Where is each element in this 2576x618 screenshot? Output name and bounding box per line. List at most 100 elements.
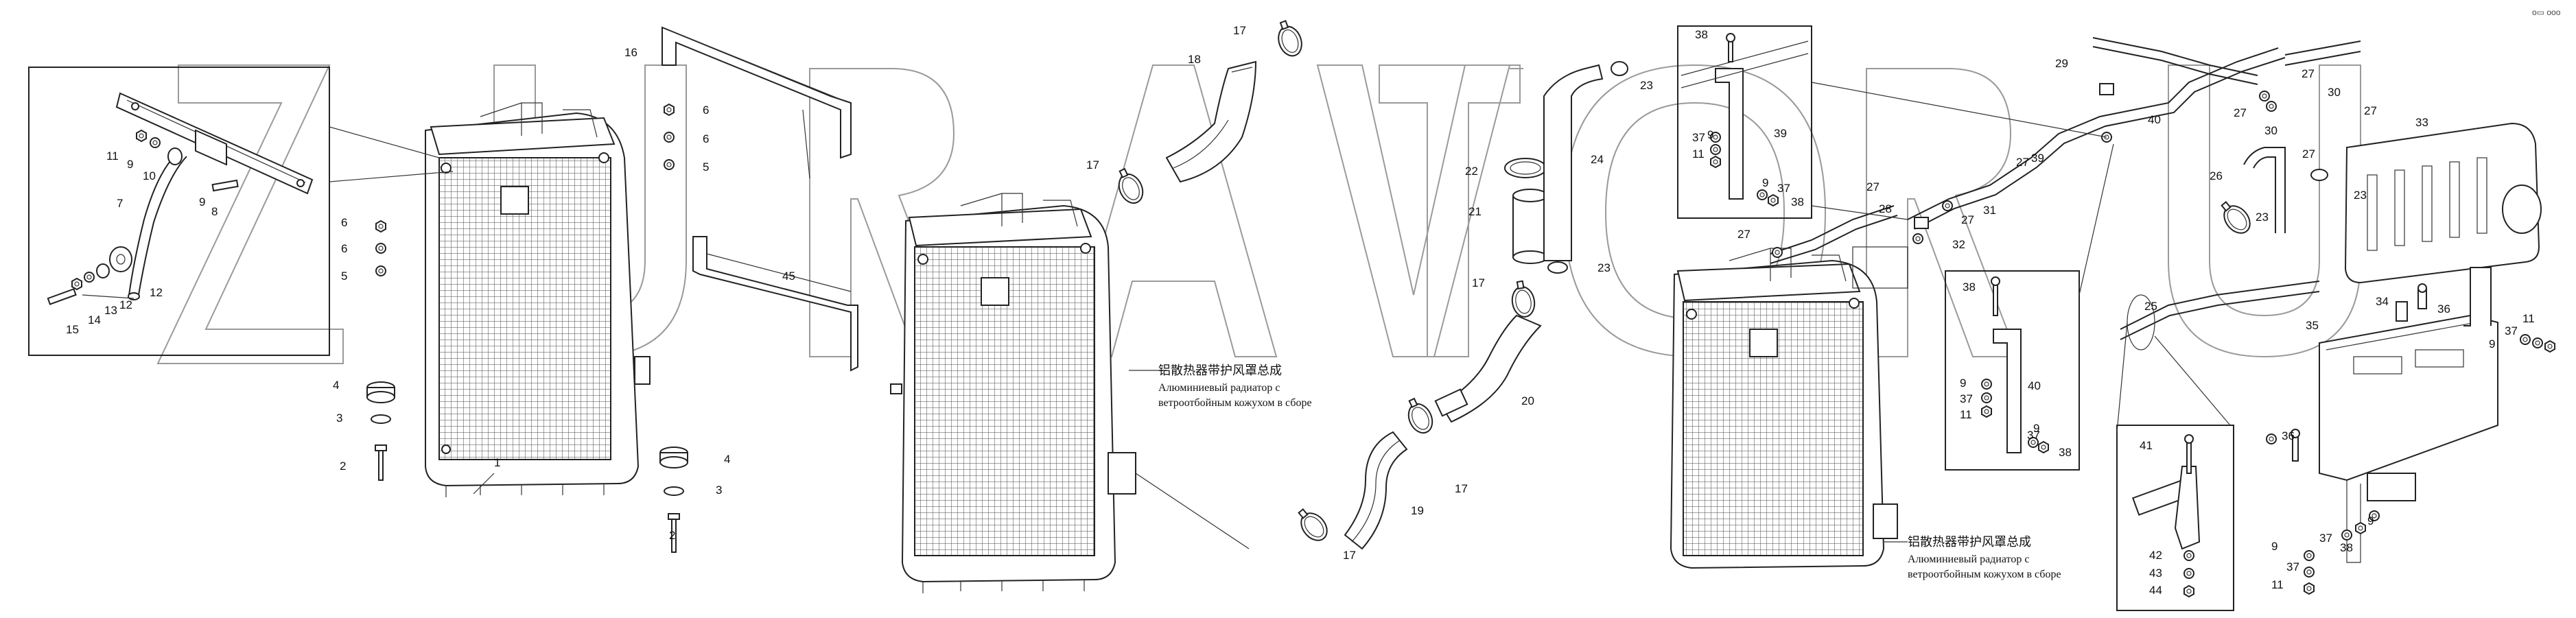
- callout-37-g: 37: [2505, 324, 2518, 337]
- callout-27-f: 27: [2302, 147, 2315, 161]
- radiator-center: [890, 193, 1136, 593]
- callout-3-right: 3: [716, 484, 722, 497]
- callout-11-a: 11: [1692, 147, 1705, 161]
- callout-36-a: 36: [2437, 302, 2450, 316]
- callout-2-left: 2: [340, 460, 346, 473]
- callouts: 1 2 2 3 3 4 4 5 5 6 6 6 6 7 8 9 9 10 11 …: [66, 24, 2535, 597]
- callout-7: 7: [117, 197, 123, 210]
- callout-37-c: 37: [1960, 392, 1973, 405]
- callout-33: 33: [2415, 116, 2428, 129]
- caption-left-ru1: Алюминиевый радиатор с: [1158, 382, 1280, 394]
- callout-23-a: 23: [1640, 79, 1653, 92]
- callout-17-e: 17: [1343, 549, 1356, 562]
- caption-right-cn: 铝散热器带护风罩总成: [1908, 535, 2031, 549]
- callout-29: 29: [2055, 57, 2068, 70]
- callout-27-h: 27: [2364, 104, 2377, 117]
- callout-9-e: 9: [2367, 514, 2374, 527]
- callout-17-a: 17: [1233, 24, 1246, 37]
- pipe-21: [1512, 189, 1548, 264]
- clamp-17-mid: [1111, 165, 1148, 208]
- callout-37-d: 37: [2027, 429, 2040, 442]
- callout-27-g: 27: [2302, 67, 2315, 80]
- clamp-23-top: [1611, 61, 1628, 76]
- callout-23-c: 23: [2256, 211, 2269, 224]
- callout-27-e: 27: [2234, 106, 2247, 119]
- detail-box-39: [1677, 25, 1812, 219]
- callout-32: 32: [1952, 238, 1965, 251]
- callout-17-c: 17: [1472, 276, 1485, 289]
- callout-17-b: 17: [1086, 158, 1099, 171]
- callout-21: 21: [1468, 205, 1482, 218]
- callout-24: 24: [1591, 153, 1604, 166]
- bracket-45: [692, 236, 858, 372]
- caption-right-ru2: ветроотбойным кожухом в сборе: [1908, 569, 2061, 580]
- callout-1: 1: [494, 456, 500, 469]
- callout-28: 28: [1879, 202, 1892, 215]
- mount-hardware-left: [366, 104, 688, 553]
- callout-4-left: 4: [333, 379, 339, 392]
- caption-right-ru1: Алюминиевый радиатор с: [1908, 554, 2029, 565]
- callout-9-g: 9: [2489, 337, 2495, 350]
- callout-37-f: 37: [2286, 560, 2299, 573]
- callout-41: 41: [2140, 439, 2153, 452]
- callout-38-a: 38: [1695, 28, 1708, 41]
- callout-11-c: 11: [2271, 578, 2284, 591]
- callout-30-b: 30: [2264, 124, 2278, 137]
- caption-left-ru2: ветроотбойным кожухом в сборе: [1158, 397, 1312, 409]
- callout-44: 44: [2149, 584, 2162, 597]
- callout-3-left: 3: [336, 412, 342, 425]
- clamp-23-low: [1547, 261, 1568, 274]
- callout-9-inset-a: 9: [127, 158, 133, 171]
- callout-27-c: 27: [1961, 213, 1974, 226]
- clamp-17-right: [1508, 278, 1538, 320]
- top-right-marks: o▭ ooo: [2532, 8, 2561, 17]
- hose-18: [1165, 60, 1257, 183]
- callout-6-d: 6: [703, 132, 709, 145]
- caption-left: 铝散热器带护风罩总成 Алюминиевый радиатор с ветроо…: [1158, 364, 1312, 409]
- callout-5-right: 5: [703, 161, 709, 174]
- callout-11: 11: [106, 150, 119, 163]
- callout-12-a: 12: [150, 286, 163, 299]
- callout-37-e: 37: [2319, 532, 2332, 545]
- callout-23-b: 23: [1597, 261, 1611, 274]
- hardware-right: [1772, 83, 2555, 595]
- callout-31: 31: [1983, 204, 1996, 217]
- callout-26: 26: [2210, 169, 2223, 182]
- callout-37-a: 37: [1692, 131, 1705, 144]
- callout-36-b: 36: [2282, 429, 2295, 442]
- callout-22: 22: [1465, 165, 1478, 178]
- callout-38-e: 38: [2340, 541, 2353, 554]
- caption-left-cn: 铝散热器带护风罩总成: [1158, 364, 1282, 377]
- callout-9-inset-b: 9: [199, 195, 205, 209]
- callout-27-d: 27: [2016, 156, 2029, 169]
- callout-6-b: 6: [341, 242, 347, 255]
- radiator-left: [425, 102, 651, 497]
- expansion-tank: [2344, 122, 2542, 284]
- callout-8: 8: [211, 205, 218, 218]
- leader-lines: [82, 82, 2231, 549]
- callout-18: 18: [1188, 53, 1201, 66]
- clamp-17-lower: [1401, 394, 1438, 438]
- callout-10: 10: [143, 169, 156, 182]
- callout-11-b: 11: [1960, 408, 1972, 421]
- callout-38-d: 38: [2059, 446, 2072, 459]
- callout-19: 19: [1411, 504, 1424, 517]
- callout-11-d: 11: [2522, 312, 2535, 325]
- callout-35: 35: [2306, 319, 2319, 332]
- callout-9-a: 9: [1707, 128, 1713, 141]
- callout-6-a: 6: [341, 216, 347, 229]
- callout-15: 15: [66, 323, 79, 336]
- callout-45: 45: [782, 270, 795, 283]
- clamp-17-bottom: [1291, 503, 1333, 547]
- detail-box-40: [1945, 270, 2080, 471]
- callout-27-b: 27: [1866, 180, 1880, 193]
- callout-9-b: 9: [1762, 176, 1768, 189]
- callout-16: 16: [624, 46, 637, 59]
- clamp-17-top: [1272, 17, 1307, 60]
- callout-40-b: 40: [2028, 379, 2041, 392]
- callout-9-f: 9: [2271, 540, 2278, 553]
- detail-inset-shroud-mount: [28, 67, 330, 356]
- callout-27-a: 27: [1737, 228, 1750, 241]
- callout-23-d: 23: [2354, 189, 2367, 202]
